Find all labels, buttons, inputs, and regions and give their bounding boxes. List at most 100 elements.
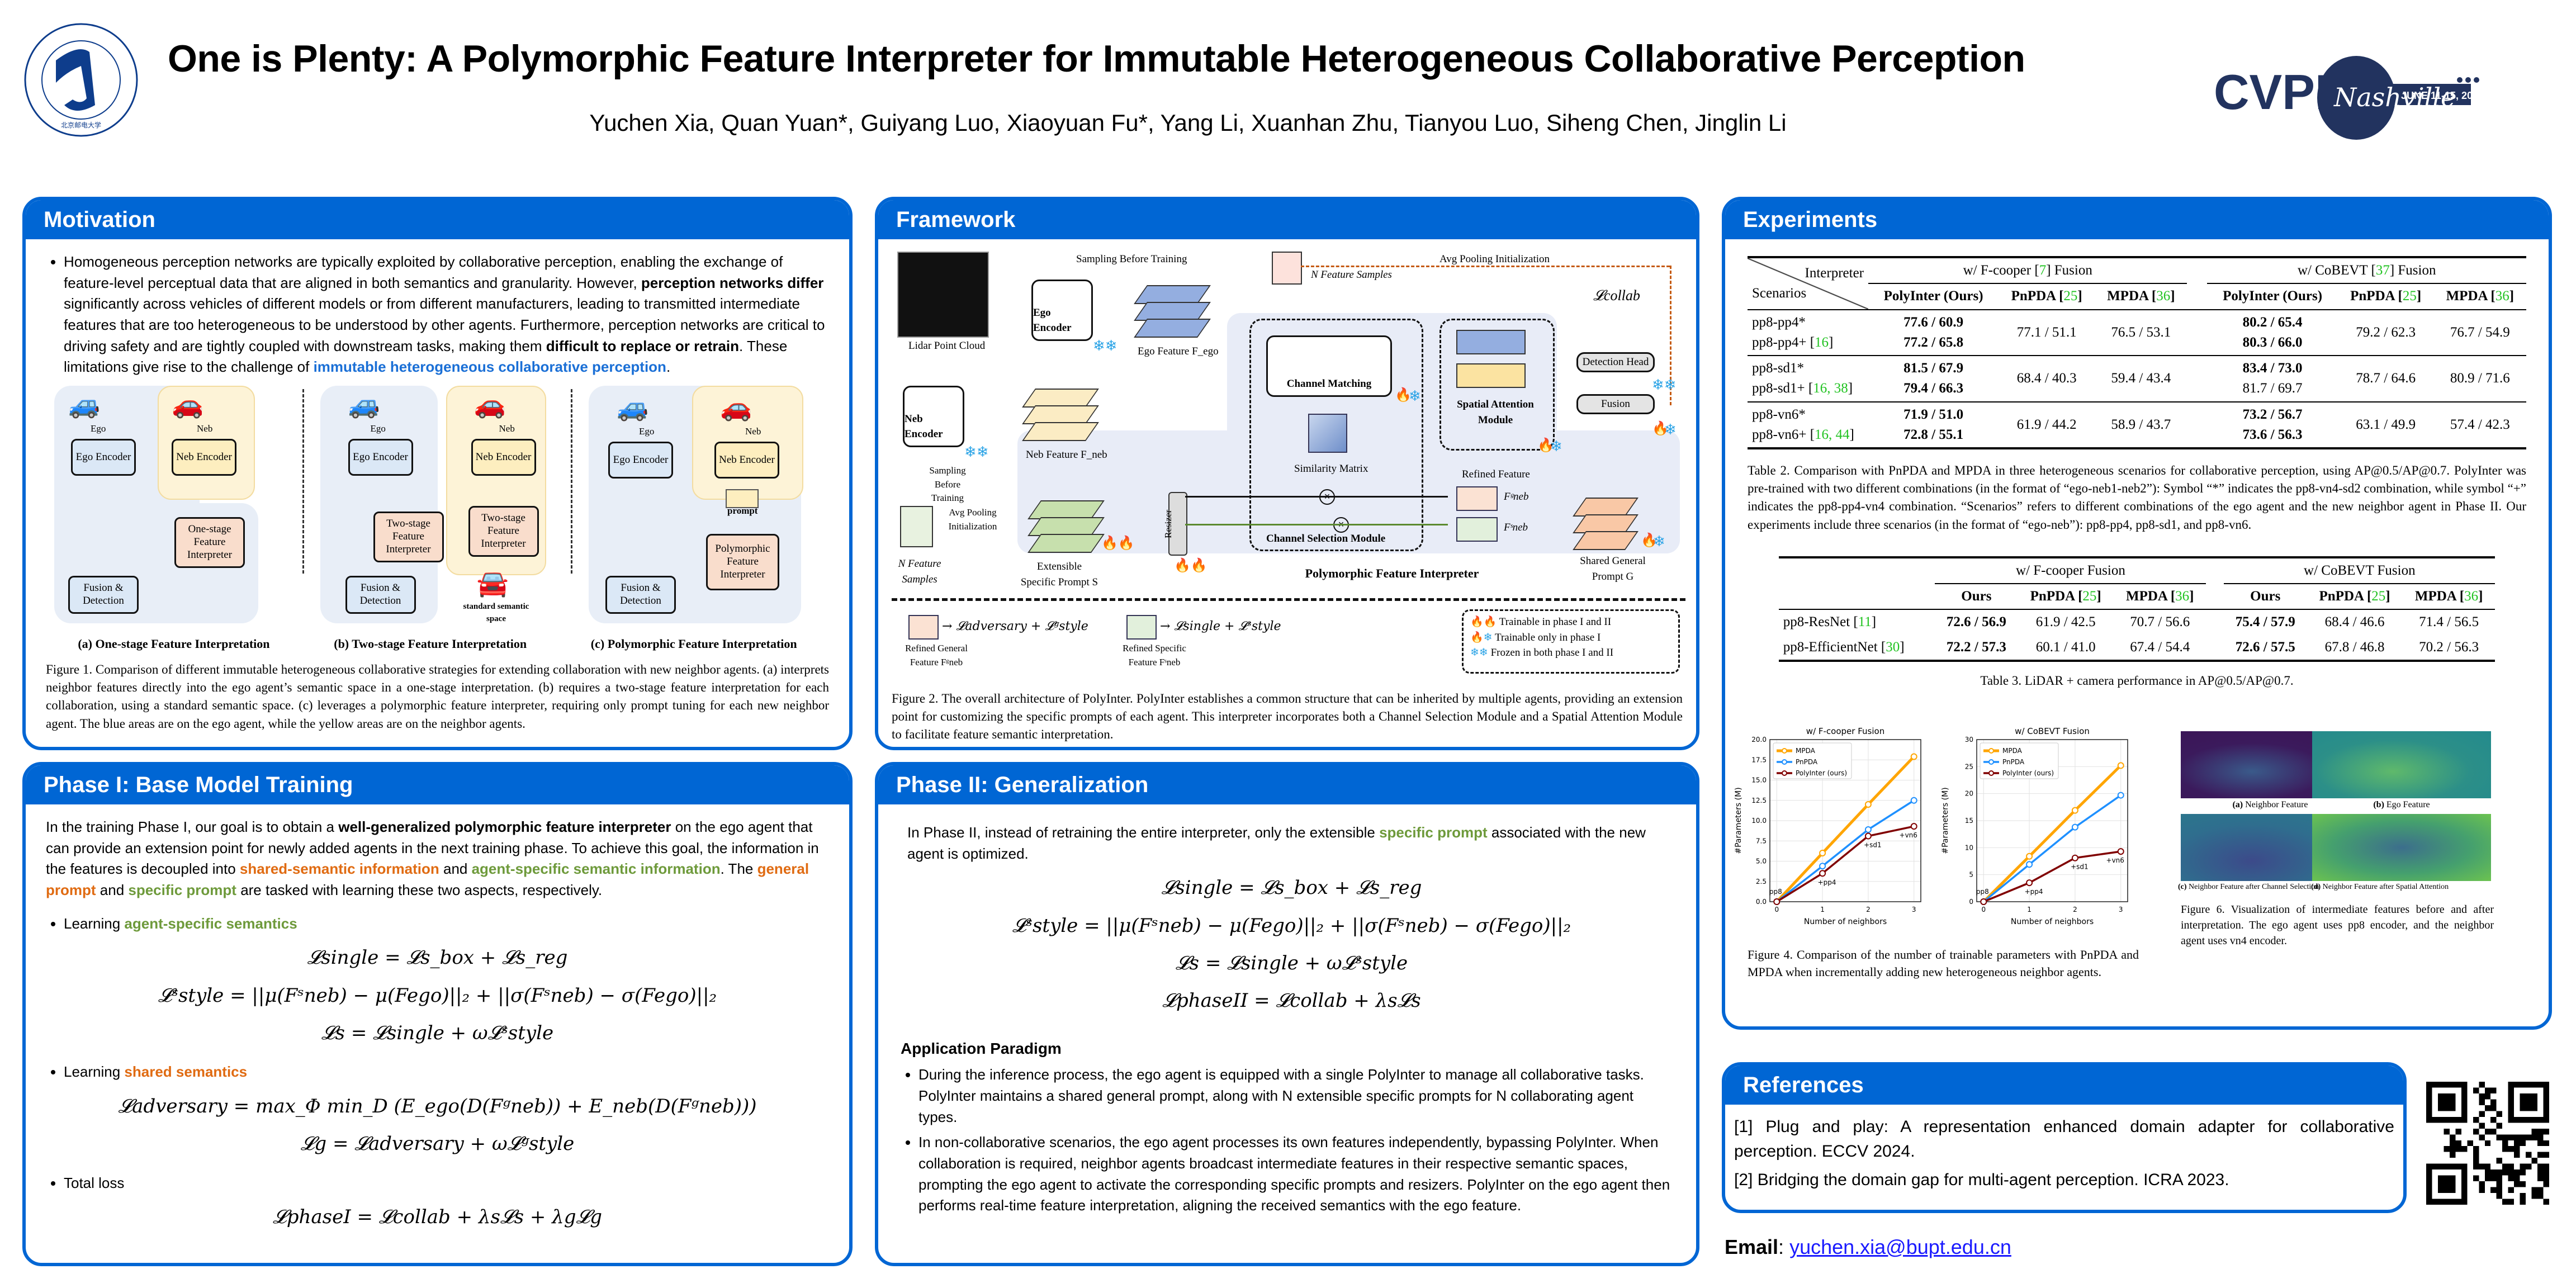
column-header: MPDA [36] [2126, 589, 2194, 604]
chart-title: w/ CoBEVT Fusion [2015, 726, 2090, 736]
ego-car-icon: 🚙 [348, 390, 380, 419]
column-header: Ours [2250, 589, 2281, 604]
cell: 77.2 / 65.8 [1903, 334, 1964, 350]
text: PnPDA [ [2350, 288, 2403, 304]
cell: 67.4 / 54.4 [2130, 639, 2190, 655]
text: Neighbor Feature after Spatial Attention [2321, 883, 2449, 891]
qr-module [2520, 1140, 2526, 1147]
citation[interactable]: 36 [2495, 288, 2509, 304]
citation[interactable]: 36 [2464, 589, 2479, 604]
qr-module [2537, 1163, 2544, 1170]
citation[interactable]: 36 [2156, 288, 2171, 304]
group-header: w/ CoBEVT Fusion [2224, 557, 2496, 585]
refined-general-label: Refined General Feature Fᵍneb [905, 643, 968, 667]
one-stage-interpreter-node: One-stage Feature Interpreter [174, 517, 245, 569]
fusion-detection-node: Fusion & Detection [68, 576, 139, 614]
citation[interactable]: 30 [1886, 639, 1900, 655]
refined-general-feature-grid [908, 615, 939, 640]
citation[interactable]: 7 [2039, 263, 2047, 278]
citation[interactable]: 16, 38 [1813, 381, 1848, 396]
citation[interactable]: 37 [2375, 263, 2390, 278]
citation[interactable]: 16 [1815, 334, 1829, 350]
highlight-orange: general prompt [46, 860, 809, 899]
highlight-green: agent-specific semantics [124, 915, 297, 932]
legend-label: MPDA [2002, 747, 2023, 755]
text: PnPDA [ [2011, 288, 2064, 304]
neighbor-feature-after-attention-map [2312, 814, 2491, 881]
qr-module [2479, 1099, 2485, 1105]
cell: 63.1 / 49.9 [2356, 416, 2416, 432]
highlight-blue: immutable heterogeneous collaborative pe… [313, 358, 666, 376]
paradigm-bullet: During the inference process, the ego ag… [918, 1064, 1676, 1128]
qr-module [2484, 1163, 2491, 1170]
qr-module [2508, 1199, 2515, 1205]
qr-module [2543, 1152, 2549, 1158]
qr-module [2537, 1152, 2544, 1158]
framework-diagram: Lidar Point Cloud Ego Encoder ❄❄ Ego Fea… [892, 252, 1685, 615]
citation[interactable]: 16, 44 [1815, 427, 1850, 442]
equation-style-loss: 𝓛ˢstyle = ||μ(Fˢneb) − μ(Fego)||₂ + ||σ(… [158, 984, 717, 1007]
neb-encoder-node: Neb Encoder [471, 439, 536, 476]
citation[interactable]: 36 [2175, 589, 2190, 604]
data-point [1910, 797, 1917, 804]
qr-module [2526, 1163, 2532, 1170]
column-header: PnPDA [25] [2011, 288, 2082, 304]
reference-item: [2] Bridging the domain gap for multi-ag… [1734, 1171, 2229, 1189]
university-logo: 北京邮电大学 [24, 23, 138, 137]
qr-module [2531, 1158, 2538, 1164]
legend-item-trainable-both: 🔥🔥 Trainable in phase I and II [1470, 616, 1612, 628]
cell: 80.2 / 65.4 [2242, 314, 2303, 330]
qr-module [2473, 1128, 2479, 1135]
legend-box [1980, 742, 2059, 779]
scenario: pp8-pp4+ [1752, 334, 1807, 350]
group-header: w/ F-cooper Fusion [1935, 557, 2206, 585]
framework-panel: Framework Lidar Point Cloud Ego Encoder … [875, 197, 1699, 750]
scenario: pp8-vn6* [1752, 406, 1806, 422]
qr-module [2502, 1140, 2508, 1147]
qr-module [2484, 1093, 2491, 1100]
qr-module [2490, 1087, 2497, 1093]
text: . [666, 358, 671, 376]
refined-specific-feature-grid [1456, 517, 1498, 542]
cell: 72.2 / 57.3 [1946, 639, 2006, 655]
ego-encoder-block: Ego Encoder [1031, 280, 1093, 341]
data-point [2026, 879, 2033, 887]
ego-encoder-node: Ego Encoder [71, 439, 136, 476]
phase2-panel: Phase II: Generalization In Phase II, in… [875, 762, 1699, 1266]
qr-module [2502, 1163, 2508, 1170]
qr-module [2543, 1199, 2549, 1205]
refined-general-feature-grid [1456, 486, 1498, 511]
trainable-fire-icon: 🔥🔥 [1101, 536, 1135, 551]
frozen-snowflake-icon: ❄❄ [1652, 376, 1677, 393]
equation-specific-loss: 𝓛s = 𝓛single + ω𝓛ˢstyle [1175, 951, 1408, 974]
figure-4-caption: Figure 4. Comparison of the number of tr… [1748, 948, 2139, 979]
dashed-arrow [1670, 266, 1671, 405]
legend-label: Frozen in both phase I and II [1490, 647, 1614, 659]
cell: 72.8 / 55.1 [1903, 427, 1964, 442]
text: ] Fusion [2389, 263, 2436, 278]
qr-module [2449, 1152, 2456, 1158]
text: w/ CoBEVT [2297, 263, 2371, 278]
cell: 70.7 / 56.6 [2130, 614, 2190, 630]
qr-finder [2437, 1175, 2456, 1194]
qr-code[interactable] [2426, 1082, 2549, 1205]
qr-module [2514, 1181, 2520, 1187]
cell: 72.6 / 56.9 [1946, 614, 2006, 630]
phase1-bullet-specific: Learning agent-specific semantics [64, 913, 829, 935]
lidar-label: Lidar Point Cloud [908, 340, 986, 352]
framework-title: Framework [878, 200, 1696, 239]
fig1-one-stage: 🚙 Ego 🚗 Neb Ego Encoder Neb Encoder One-… [46, 386, 292, 632]
y-tick-label: 17.5 [1751, 756, 1767, 764]
phase1-title: Phase I: Base Model Training [26, 765, 849, 804]
text: MPDA [ [2446, 288, 2496, 304]
citation[interactable]: 25 [2371, 589, 2386, 604]
text: . The [720, 860, 757, 878]
citation[interactable]: 25 [2082, 589, 2097, 604]
data-point [1819, 850, 1826, 856]
prompt-grid-icon [726, 489, 759, 509]
interpreter-label: Polymorphic Feature Interpreter [1305, 566, 1479, 580]
citation[interactable]: 25 [2063, 288, 2078, 304]
citation[interactable]: 25 [2402, 288, 2417, 304]
citation[interactable]: 11 [1858, 614, 1872, 630]
email-link[interactable]: yuchen.xia@bupt.edu.cn [1789, 1235, 2011, 1258]
